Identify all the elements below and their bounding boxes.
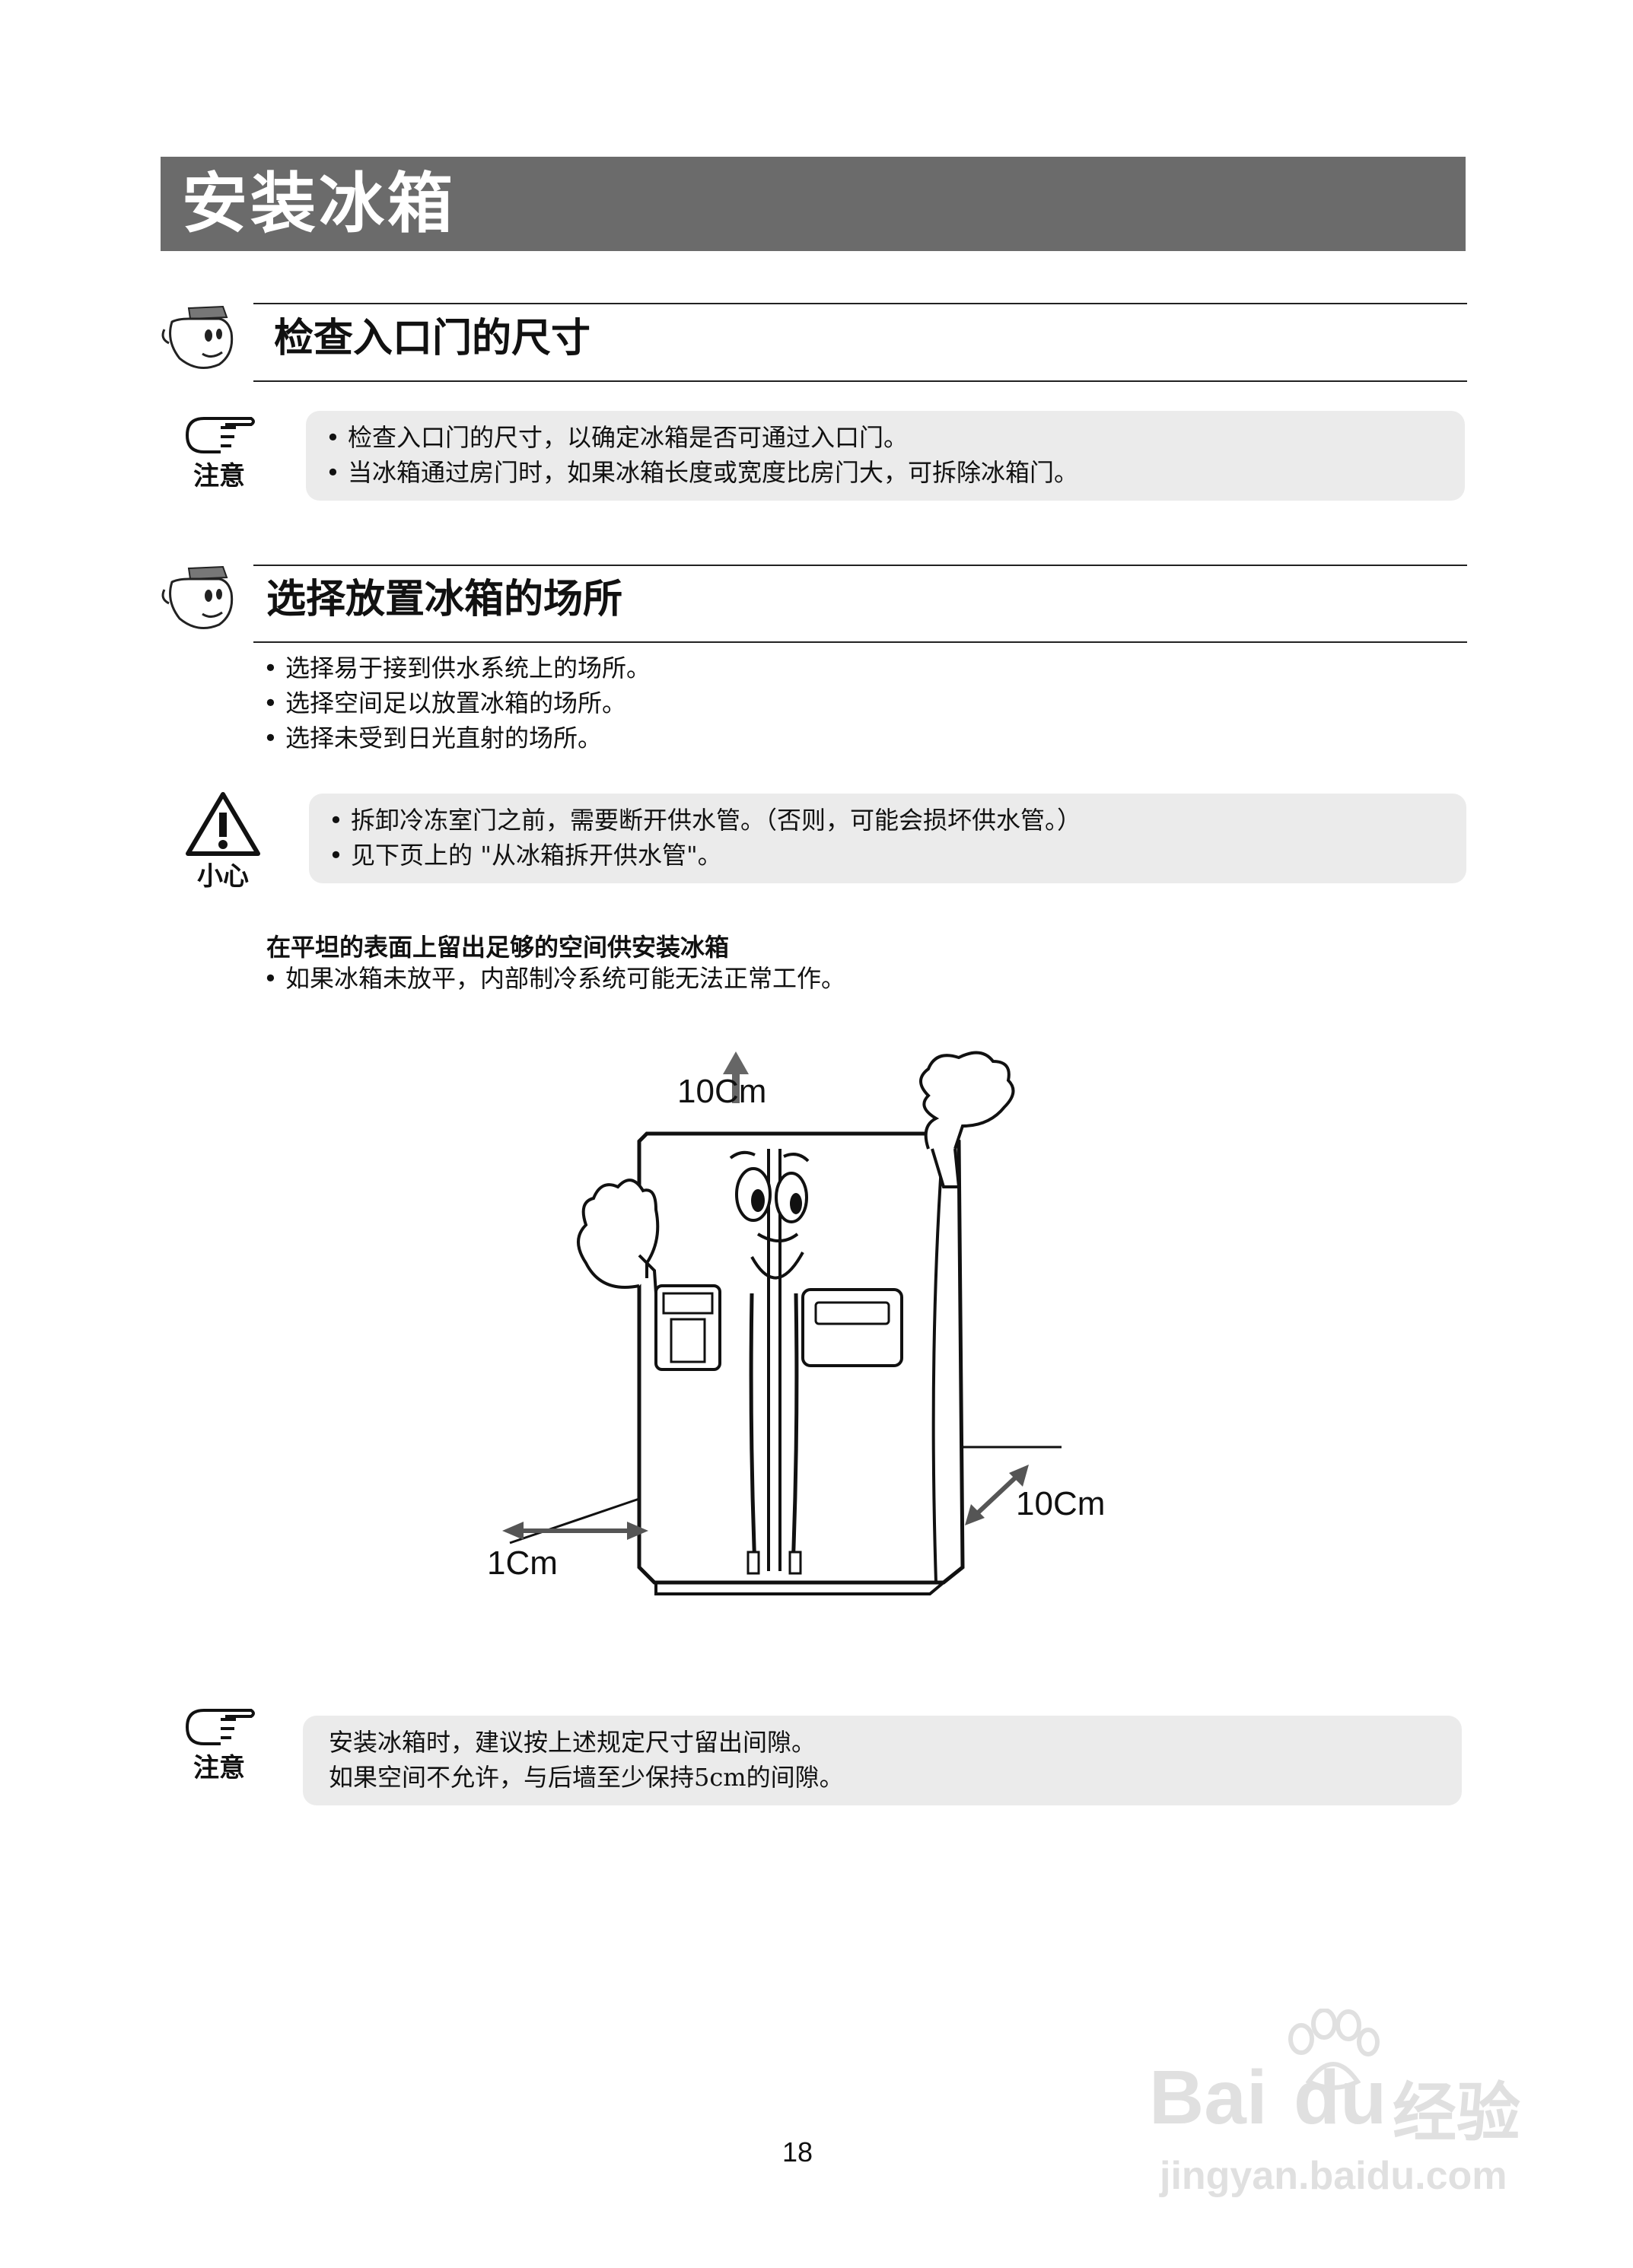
bullet-item: • 选择空间足以放置冰箱的场所。 [263, 689, 627, 717]
caution-line: • 见下页上的 "从冰箱拆开供水管"。 [329, 841, 722, 870]
pointing-hand-icon [185, 417, 255, 453]
watermark-url: jingyan.baidu.com [1160, 2154, 1507, 2198]
warning-triangle-icon [186, 792, 260, 856]
top-clearance-label: 10Cm [677, 1073, 767, 1110]
section-1-heading: 检查入口门的尺寸 [274, 316, 591, 361]
top-clearance-arrow [723, 1051, 749, 1074]
note-line: • 当冰箱通过房门时，如果冰箱长度或宽度比房门大，可拆除冰箱门。 [326, 458, 1079, 487]
page-number: 18 [782, 2136, 813, 2168]
note-line: 安装冰箱时，建议按上述规定尺寸留出间隙。 [329, 1728, 816, 1757]
fridge-body [637, 1131, 965, 1585]
cartoon-face-icon [161, 565, 234, 629]
watermark-brand: Bai [1149, 2055, 1268, 2140]
bullet-item: • 选择未受到日光直射的场所。 [263, 724, 603, 752]
note-label: 注意 [193, 461, 245, 491]
note-line: • 检查入口门的尺寸，以确定冰箱是否可通过入口门。 [326, 423, 909, 452]
watermark-suffix: 经验 [1393, 2076, 1521, 2150]
caution-icon-block: 小心 [181, 790, 265, 892]
back-clearance-arrow-low [965, 1504, 985, 1525]
side-clearance-arrow-left [502, 1522, 524, 1540]
watermark-brand-2: du [1294, 2055, 1387, 2140]
cartoon-face-icon [161, 305, 234, 369]
floor-line-left [509, 1497, 640, 1544]
section-2-heading: 选择放置冰箱的场所 [266, 577, 623, 622]
note-icon-2: 注意 [177, 1704, 261, 1783]
paw-icon [1288, 2009, 1380, 2090]
note-label: 注意 [193, 1753, 245, 1783]
side-clearance-label: 1Cm [487, 1544, 558, 1582]
note-box-1: • 检查入口门的尺寸，以确定冰箱是否可通过入口门。 • 当冰箱通过房门时，如果冰… [306, 411, 1465, 501]
note-box-2: 安装冰箱时，建议按上述规定尺寸留出间隙。 如果空间不允许，与后墙至少保持5cm的… [303, 1716, 1462, 1805]
title-bar: 安装冰箱 [161, 157, 1466, 251]
caution-line: • 拆卸冷冻室门之前，需要断开供水管。（否则，可能会损坏供水管。） [329, 806, 1082, 835]
section-2-top-rule [253, 565, 1467, 566]
flat-surface-bullet: • 如果冰箱未放平，内部制冷系统可能无法正常工作。 [263, 961, 845, 996]
section-1-top-rule [253, 303, 1467, 304]
refrigerator-clearance-diagram [502, 1051, 1062, 1595]
bullet-item: • 选择易于接到供水系统上的场所。 [263, 654, 651, 682]
page-title: 安装冰箱 [182, 166, 456, 242]
side-clearance-arrow-right [627, 1522, 648, 1540]
bullet-item: • 如果冰箱未放平，内部制冷系统可能无法正常工作。 [263, 964, 846, 993]
section-2-bottom-rule [253, 641, 1467, 643]
caution-label: 小心 [197, 861, 249, 892]
back-clearance-label: 10Cm [1016, 1485, 1106, 1522]
home-bar [801, 1288, 903, 1367]
caution-box: • 拆卸冷冻室门之前，需要断开供水管。（否则，可能会损坏供水管。） • 见下页上… [309, 794, 1466, 883]
right-hand [919, 1051, 1015, 1150]
back-clearance-arrow-high [1009, 1465, 1029, 1487]
note-icon-1: 注意 [177, 412, 261, 491]
note-line: 如果空间不允许，与后墙至少保持5cm的间隙。 [329, 1763, 844, 1792]
placement-bullets: • 选择易于接到供水系统上的场所。 • 选择空间足以放置冰箱的场所。 • 选择未… [263, 650, 651, 755]
flat-surface-subheading: 在平坦的表面上留出足够的空间供安装冰箱 [266, 933, 730, 962]
baidu-watermark: Bai du 经验 jingyan.baidu.com [1149, 2009, 1545, 2199]
left-hand [577, 1179, 660, 1289]
section-1-bottom-rule [253, 380, 1467, 382]
pointing-hand-icon [185, 1709, 255, 1745]
